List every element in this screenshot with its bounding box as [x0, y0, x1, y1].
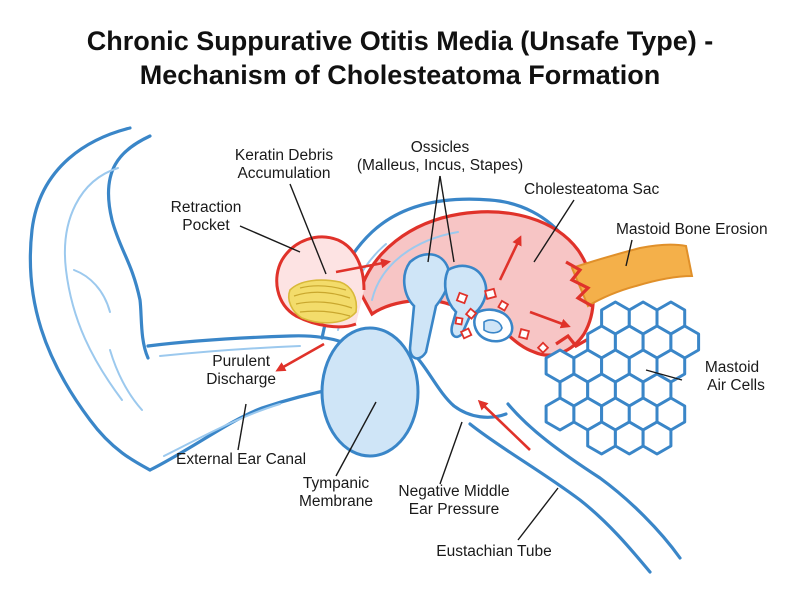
leader-lines — [237, 175, 683, 541]
label-cholesteatoma-sac: Cholesteatoma Sac — [524, 181, 660, 198]
diagram-title-line2: Mechanism of Cholesteatoma Formation — [140, 60, 661, 90]
mastoid-air-cells-shape — [544, 300, 701, 456]
diagram-title-line1: Chronic Suppurative Otitis Media (Unsafe… — [87, 26, 714, 56]
eustachian-tube-shape — [468, 402, 682, 574]
label-eustachian-tube: Eustachian Tube — [436, 543, 551, 560]
arrow-into-sac — [335, 258, 391, 274]
keratin-debris-shape — [287, 279, 358, 324]
pinna — [28, 126, 152, 472]
label-retraction-pocket: Pocket — [182, 217, 230, 234]
arrow-negative-pressure — [477, 399, 531, 451]
label-keratin-accumulation: Accumulation — [237, 165, 330, 182]
label-tympanic: Tympanic — [303, 475, 370, 492]
arrow-purulent-discharge — [275, 342, 325, 372]
arrow-sac-up — [498, 235, 522, 281]
mastoid-air-cell — [641, 420, 673, 456]
label-ear-pressure: Ear Pressure — [409, 501, 499, 518]
mastoid-erosion-shape — [555, 243, 694, 349]
label-discharge: Discharge — [206, 371, 276, 388]
mastoid-air-cell — [613, 420, 645, 456]
label-external-canal: External Ear Canal — [176, 451, 306, 468]
label-purulent: Purulent — [212, 353, 270, 370]
label-keratin-debris: Keratin Debris — [235, 147, 333, 164]
mastoid-air-cell — [544, 396, 576, 432]
label-ossicles-detail: (Malleus, Incus, Stapes) — [357, 157, 523, 174]
label-negative-pressure: Negative Middle — [398, 483, 509, 500]
mastoid-air-cell — [586, 420, 617, 456]
label-mastoid: Mastoid — [705, 359, 759, 376]
external-ear-canal-shape — [146, 334, 344, 472]
label-membrane: Membrane — [299, 493, 373, 510]
erosion-fragments — [454, 287, 550, 354]
label-ossicles: Ossicles — [411, 139, 470, 156]
arrow-sac-mastoid — [529, 310, 571, 329]
label-air-cells: Air Cells — [707, 377, 765, 394]
tympanic-membrane-shape — [320, 326, 420, 458]
label-mastoid-erosion: Mastoid Bone Erosion — [616, 221, 768, 238]
label-retraction: Retraction — [171, 199, 242, 216]
